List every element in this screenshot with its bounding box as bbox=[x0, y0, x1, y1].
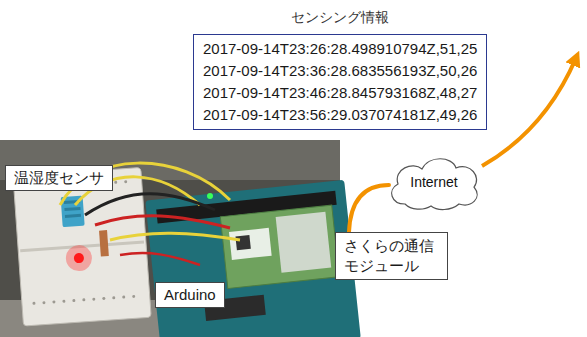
part-label: 温湿度センサ bbox=[5, 165, 113, 191]
part-label: さくらの通信 モジュール bbox=[335, 232, 448, 280]
data-record: 2017-09-14T23:46:28.845793168Z,48,27 bbox=[203, 82, 477, 104]
node-text: 温湿度センサ bbox=[14, 168, 104, 188]
data-record: 2017-09-14T23:26:28.498910794Z,51,25 bbox=[203, 38, 477, 60]
data-record: 2017-09-14T23:36:28.683556193Z,50,26 bbox=[203, 60, 477, 82]
data-box: センシング情報2017-09-14T23:26:28.498910794Z,51… bbox=[193, 34, 487, 130]
network-link bbox=[349, 185, 389, 232]
box-heading: センシング情報 bbox=[194, 6, 486, 28]
outgoing-arrow bbox=[482, 58, 576, 166]
part-label: Arduino bbox=[155, 282, 225, 308]
node-text: Internet bbox=[385, 174, 483, 190]
node-text: さくらの通信 モジュール bbox=[344, 236, 439, 276]
node-text: Arduino bbox=[164, 285, 216, 305]
data-record: 2017-09-14T23:56:29.037074181Z,49,26 bbox=[203, 104, 477, 126]
cloud-shape: Internet bbox=[385, 152, 483, 212]
